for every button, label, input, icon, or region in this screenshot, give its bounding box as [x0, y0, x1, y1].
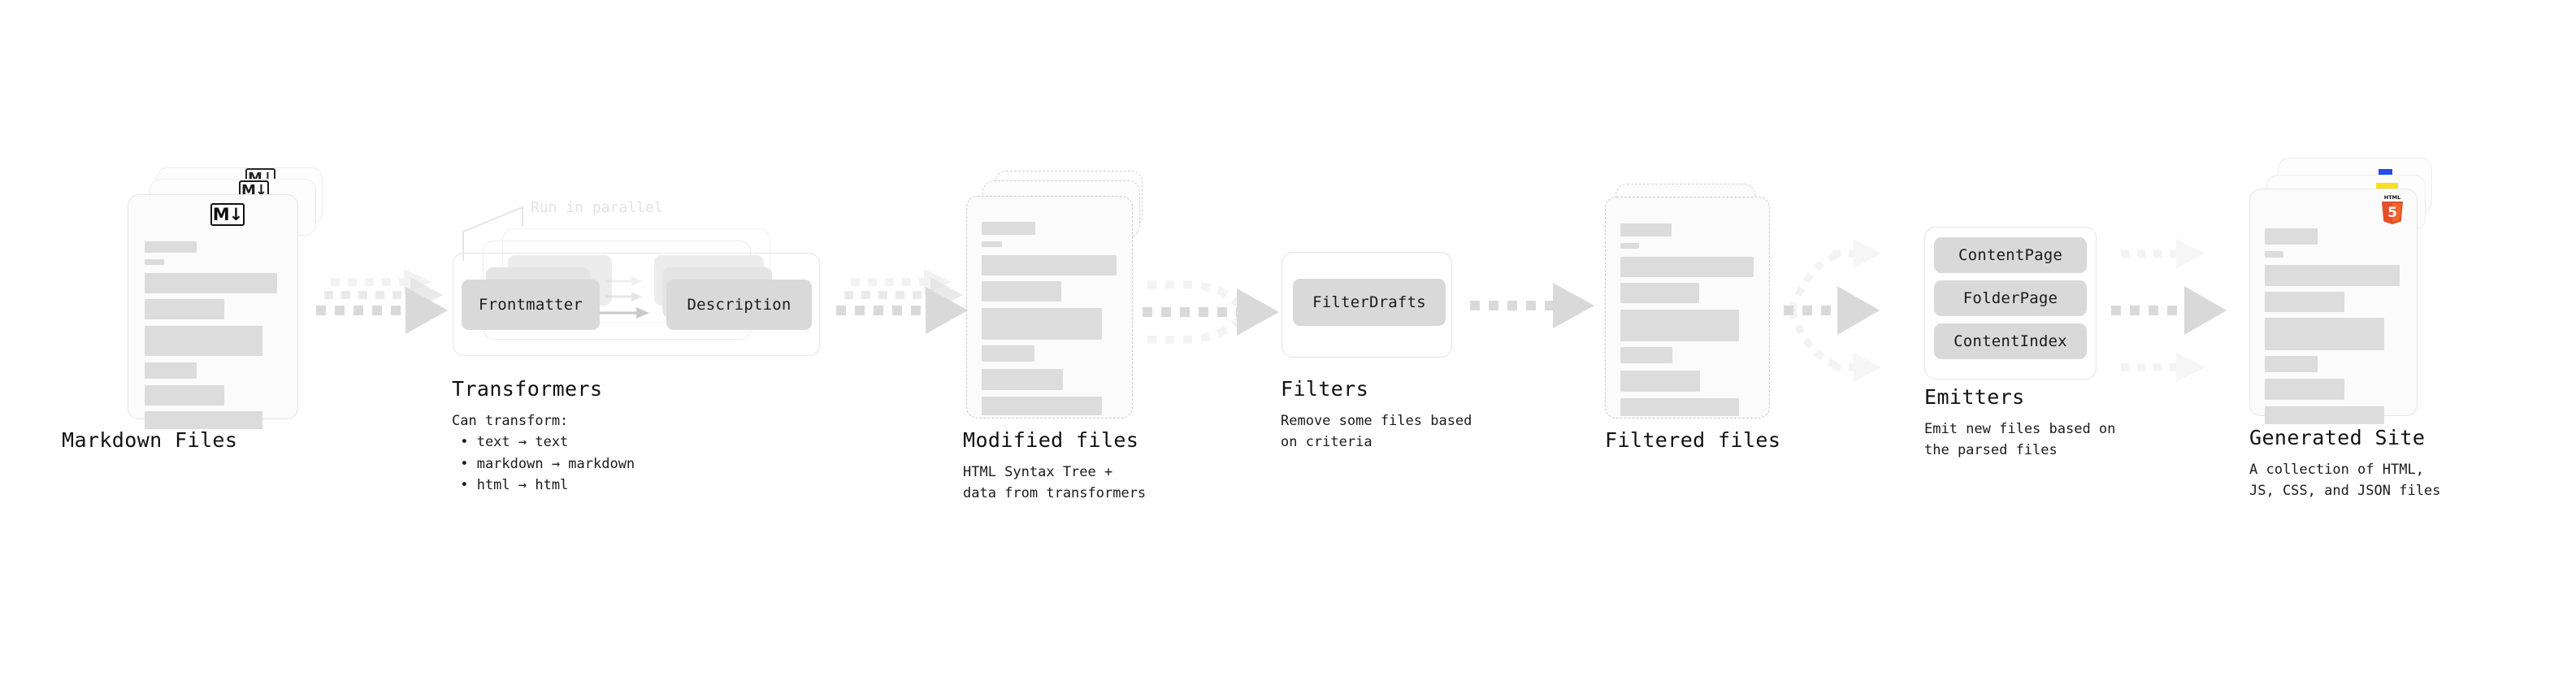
doc-line: [982, 369, 1063, 390]
arrow-filters-to-filtered: [1470, 283, 1594, 328]
html5-icon: HTML 5: [2382, 194, 2403, 224]
filters-subtitle: Remove some files based on criteria: [1281, 413, 1472, 451]
doc-line: [2265, 318, 2384, 350]
css-icon: [2379, 169, 2392, 177]
doc-line: [1620, 243, 1639, 249]
doc-line: [145, 411, 262, 429]
doc-line: [145, 241, 197, 253]
generated-site-subtitle: A collection of HTML, JS, CSS, and JSON …: [2249, 462, 2441, 500]
doc-line: [982, 241, 1002, 247]
site-card-front[interactable]: [2249, 189, 2418, 424]
doc-line: [2265, 406, 2384, 424]
modified-card-front[interactable]: [966, 196, 1133, 419]
transformers-group-front: [453, 253, 820, 356]
doc-line: [2265, 251, 2283, 258]
emitter-node-folderpage[interactable]: FolderPage: [1934, 280, 2087, 316]
doc-line: [145, 385, 224, 406]
transformer-inner-arrows: [597, 276, 649, 319]
filtered-files-title: Filtered files: [1605, 428, 1781, 452]
doc-line: [145, 299, 224, 319]
doc-line: [2265, 228, 2318, 245]
modified-files-subtitle: HTML Syntax Tree + data from transformer…: [963, 464, 1147, 502]
svg-text:HTML: HTML: [2384, 194, 2400, 201]
doc-line: [1620, 398, 1739, 416]
doc-line: [982, 397, 1102, 415]
filtered-card-front[interactable]: [1605, 197, 1770, 419]
emitter-node-contentindex[interactable]: ContentIndex: [1934, 323, 2087, 359]
transformers-title: Transformers: [452, 377, 603, 401]
transformer-node-frontmatter[interactable]: Frontmatter: [462, 280, 600, 330]
generated-site-title: Generated Site: [2249, 426, 2426, 449]
doc-line: [145, 273, 277, 293]
filter-node-filterdrafts[interactable]: FilterDrafts: [1293, 279, 1446, 326]
arrow-emitters-to-site: [2111, 239, 2227, 382]
doc-line: [1620, 347, 1672, 363]
transformers-subtitle: Can transform: • text → text • markdown …: [452, 413, 635, 494]
emitters-subtitle: Emit new files based on the parsed files: [1924, 421, 2116, 459]
doc-line: [2265, 265, 2400, 286]
markdown-card-front[interactable]: [128, 194, 298, 429]
doc-line: [982, 222, 1035, 235]
doc-line: [1620, 371, 1700, 392]
run-in-parallel-bracket: [462, 206, 523, 261]
doc-line: [1620, 257, 1754, 277]
doc-line: [145, 362, 197, 379]
modified-files-title: Modified files: [963, 428, 1139, 452]
run-in-parallel-label: Run in parallel: [531, 199, 663, 216]
doc-line: [145, 326, 262, 356]
doc-line: [2265, 356, 2318, 372]
arrow-filtered-to-emitters: [1784, 239, 1881, 382]
transformer-node-description[interactable]: Description: [666, 280, 812, 330]
doc-line: [2265, 379, 2344, 400]
doc-line: [1620, 310, 1739, 341]
arrow-transformers-to-modified: [836, 269, 968, 334]
svg-text:5: 5: [2387, 205, 2397, 221]
arrow-modified-to-filters: [1143, 280, 1279, 344]
doc-line: [145, 259, 164, 265]
emitters-title: Emitters: [1924, 385, 2025, 409]
doc-line: [982, 255, 1117, 275]
arrow-markdown-to-transformers: [316, 269, 448, 334]
doc-line: [982, 345, 1034, 362]
doc-line: [2265, 292, 2344, 312]
emitter-node-contentpage[interactable]: ContentPage: [1934, 237, 2087, 273]
doc-line: [1620, 283, 1699, 303]
doc-line: [982, 308, 1102, 340]
doc-line: [1620, 223, 1672, 236]
doc-line: [982, 281, 1061, 301]
markdown-files-title: Markdown Files: [62, 428, 238, 452]
markdown-icon-front: M↓: [210, 203, 245, 226]
filters-title: Filters: [1281, 377, 1369, 401]
